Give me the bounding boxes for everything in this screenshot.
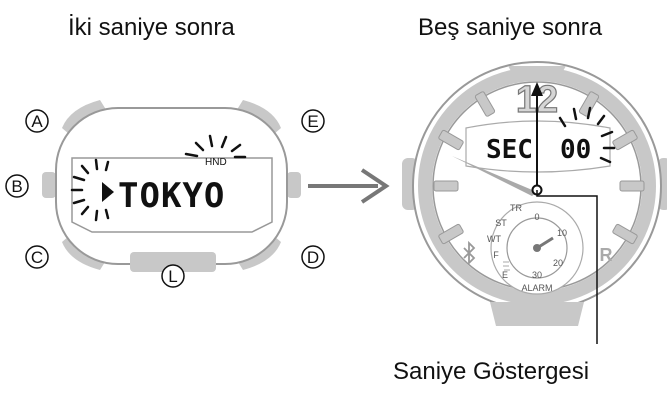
caption-five-seconds-later: Beş saniye sonra: [418, 14, 603, 41]
level-ticks: [503, 261, 510, 271]
right-watch-bottom-bar: [490, 302, 584, 326]
left-watch-button-l-bar: [130, 252, 216, 272]
button-l-label: L: [168, 267, 177, 286]
button-a-circle: [25, 109, 49, 133]
flash-rays-seconds: [558, 106, 616, 164]
indicator-leader-line: [536, 190, 598, 344]
button-c-label: C: [31, 248, 43, 267]
mode-f: F: [493, 250, 499, 260]
subdial-zero: 0: [534, 212, 539, 222]
mode-wt: WT: [487, 234, 501, 244]
caption-two-seconds-later: İki saniye sonra: [68, 14, 235, 41]
button-e-circle: [301, 109, 325, 133]
r-mark: R: [600, 245, 613, 265]
subdial-ten: 10: [557, 228, 567, 238]
marker-2: [612, 129, 638, 151]
caption-second-indicator: Saniye Göstergesi: [393, 358, 590, 385]
marker-9: [433, 180, 459, 192]
subdial-pin: [533, 244, 541, 252]
hand-label: HND: [205, 157, 227, 168]
button-c-circle: [25, 245, 49, 269]
button-e-label: E: [307, 112, 318, 131]
right-watch: 12 SEC 00 0 10 20 30 T: [402, 61, 667, 344]
button-l-circle: [161, 264, 185, 288]
button-d-label: D: [307, 248, 319, 267]
indicator-triangle: [102, 182, 114, 202]
hour-markers: [433, 91, 645, 245]
city-name: TOKYO: [118, 176, 225, 216]
flash-rays-left: [70, 158, 110, 222]
button-d-circle: [301, 245, 325, 269]
button-a-label: A: [31, 112, 43, 131]
marker-8: [438, 223, 464, 245]
left-watch-lcd-window: [71, 157, 273, 233]
flash-rays-hnd: [184, 134, 247, 159]
marker-3: [619, 180, 645, 192]
right-watch-top-lug: [508, 66, 566, 76]
marker-1: [578, 91, 600, 117]
left-watch-button-b-stub: [42, 172, 56, 198]
sec-value: 00: [560, 135, 591, 165]
transition-arrow: [308, 168, 390, 204]
hour-hand: [452, 156, 537, 196]
arrow-head: [360, 168, 390, 204]
marker-11: [474, 91, 496, 117]
bluetooth-icon: [463, 240, 476, 266]
button-b-label: B: [11, 177, 22, 196]
second-hand-tip: [531, 82, 543, 96]
marker-10: [438, 129, 464, 151]
mode-tr: TR: [510, 203, 522, 213]
mode-st: ST: [495, 218, 507, 228]
button-b-circle: [5, 174, 29, 198]
left-watch: TOKYO HND: [42, 100, 301, 272]
alarm-label: ALARM: [521, 283, 552, 293]
sec-label: SEC: [486, 135, 533, 165]
subdial-thirty: 30: [532, 270, 542, 280]
left-watch-right-stub: [287, 172, 301, 198]
marker-4: [612, 223, 638, 245]
subdial-twenty: 20: [553, 258, 563, 268]
left-watch-button-labels: A B C E D L: [5, 109, 325, 288]
mode-e: E: [502, 270, 508, 280]
